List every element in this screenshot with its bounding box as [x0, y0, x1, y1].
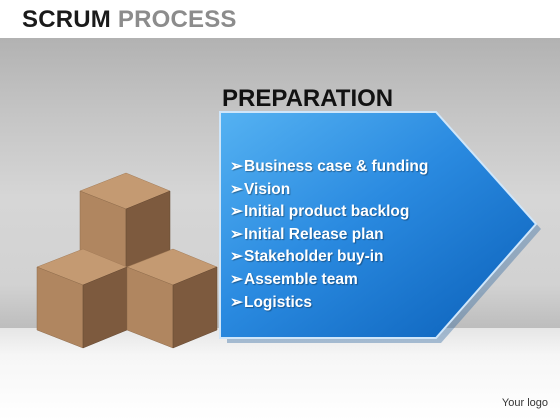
- arrow-bullet-icon: ➢: [230, 293, 243, 311]
- arrow-bullet-icon: ➢: [230, 158, 243, 175]
- list-item: ➢Assemble team: [230, 269, 428, 292]
- arrow-bullet-icon: ➢: [230, 180, 243, 198]
- arrow-bullet-icon: ➢: [230, 248, 243, 266]
- title-word-process: PROCESS: [117, 6, 237, 33]
- slide-title: SCRUM PROCESS: [22, 6, 237, 34]
- stage-heading: PREPARATION: [222, 85, 394, 112]
- list-item: ➢Initial product backlog: [230, 201, 428, 224]
- list-item: ➢Business case & funding: [230, 156, 428, 179]
- cube-bottom-right-icon: [126, 248, 218, 349]
- cube-top-icon: [79, 172, 171, 273]
- arrow-bullet-icon: ➢: [230, 270, 243, 288]
- arrow-bullet-icon: ➢: [230, 203, 243, 221]
- arrow-bullet-icon: ➢: [230, 225, 243, 243]
- title-bar: SCRUM PROCESS: [0, 0, 560, 38]
- list-item: ➢Initial Release plan: [230, 224, 428, 247]
- title-word-scrum: SCRUM: [22, 6, 111, 33]
- stacked-cubes-graphic: [36, 172, 218, 349]
- preparation-arrow-shape: [219, 111, 541, 343]
- preparation-bullet-list: ➢Business case & funding ➢Vision ➢Initia…: [230, 156, 428, 314]
- logo-placeholder: Your logo: [501, 397, 548, 409]
- list-item: ➢Vision: [230, 179, 428, 202]
- list-item: ➢Logistics: [230, 292, 428, 315]
- list-item: ➢Stakeholder buy-in: [230, 246, 428, 269]
- cube-bottom-left-icon: [36, 248, 128, 349]
